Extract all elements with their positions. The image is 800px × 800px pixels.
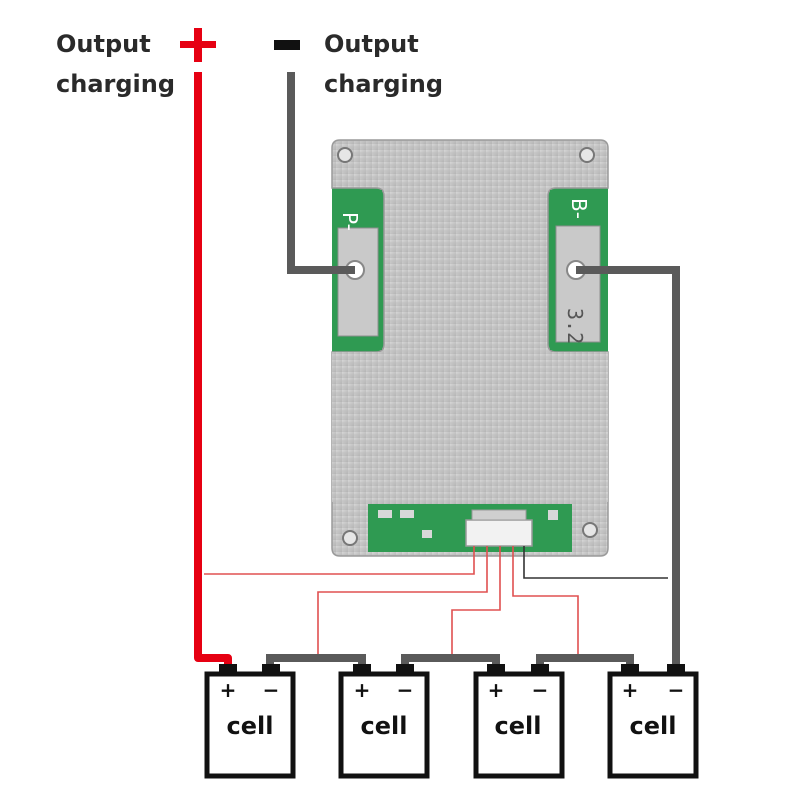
screw-top-left — [337, 147, 353, 163]
balance-wire-1 — [204, 546, 475, 575]
cell-3-label: cell — [495, 712, 542, 740]
series-link-1 — [266, 654, 366, 672]
smd-component-1 — [378, 510, 392, 518]
smd-component-3 — [422, 530, 432, 538]
negative-label-line2: charging — [324, 70, 444, 98]
connector-pins — [471, 509, 527, 521]
cell-4-label: cell — [630, 712, 677, 740]
balance-connector — [465, 519, 533, 547]
right-pad-label: B- — [567, 198, 591, 219]
cell-2-body — [338, 671, 430, 779]
cell-4-plus: + — [622, 678, 639, 702]
left-pad-label: P- — [338, 212, 362, 231]
cell-2-minus: − — [397, 678, 414, 702]
positive-label-line1: Output — [56, 30, 151, 58]
heatsink-lower — [332, 352, 608, 502]
cell-1-plus: + — [220, 678, 237, 702]
cell-1-body — [204, 671, 296, 779]
balance-wire-2 — [317, 546, 488, 656]
left-copper-pad — [337, 227, 379, 337]
negative-label-line1: Output — [324, 30, 419, 58]
positive-output-wire — [194, 72, 232, 672]
cell-4-minus: − — [668, 678, 685, 702]
cell-2-plus: + — [354, 678, 371, 702]
cell-4-body — [607, 671, 699, 779]
balance-wires — [204, 546, 579, 656]
b-minus-wire — [576, 266, 680, 672]
balance-wire-3 — [451, 546, 501, 656]
screw-bottom-right — [582, 522, 598, 538]
cell-3: + − cell — [473, 664, 565, 779]
cell-3-plus: + — [488, 678, 505, 702]
screw-top-right — [579, 147, 595, 163]
series-link-2 — [401, 654, 500, 672]
cell-4: + − cell — [607, 664, 699, 779]
screw-bottom-left — [342, 530, 358, 546]
negative-output-label: Output charging — [324, 24, 443, 104]
balance-wire-negative — [523, 546, 668, 579]
cell-1-label: cell — [227, 712, 274, 740]
series-link-3 — [536, 654, 634, 672]
plus-sign-vertical — [194, 28, 202, 62]
cell-1-minus: − — [263, 678, 280, 702]
cell-2: + − cell — [338, 664, 430, 779]
negative-output-wire — [287, 72, 355, 274]
cell-3-body — [473, 671, 565, 779]
cell-1: + − cell — [204, 664, 296, 779]
right-copper-pad — [555, 225, 601, 343]
right-pad-number: 3.2 — [563, 308, 587, 344]
positive-label-line2: charging — [56, 70, 176, 98]
smd-component-2 — [400, 510, 414, 518]
cell-2-label: cell — [361, 712, 408, 740]
series-links — [266, 654, 634, 672]
cell-3-minus: − — [532, 678, 549, 702]
minus-sign-bar — [274, 40, 300, 50]
positive-output-label: Output charging — [56, 24, 175, 104]
balance-wire-4 — [512, 546, 579, 656]
bms-board: P- B- 3.2 — [331, 139, 609, 557]
smd-component-4 — [548, 510, 558, 520]
